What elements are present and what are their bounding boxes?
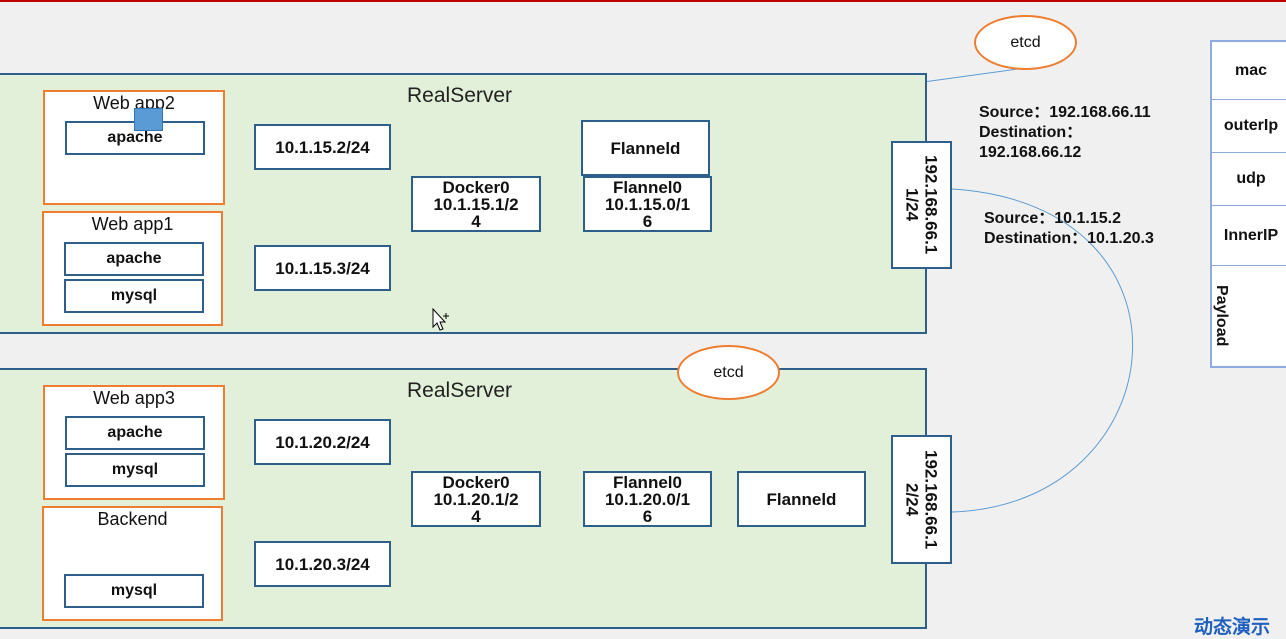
etcd-node: etcd [974,15,1077,70]
outer-header-info: Source：192.168.66.11 Destination： 192.16… [979,103,1151,163]
flanneld-daemon: Flanneld [581,120,710,176]
apache-box: apache [64,242,204,276]
packet-marker[interactable] [134,108,163,131]
flannel0-interface: Flannel0 10.1.15.0/1 6 [583,176,712,232]
real-server-2-title: RealServer [407,379,513,402]
host-eth-interface: 192.168.66.1 2/24 [891,435,952,564]
web-app3-container: Web app3 apache mysql [43,385,225,500]
packet-inner-ip: InnerIP [1212,206,1286,266]
container-ip-box: 10.1.15.2/24 [254,124,391,170]
backend-title: Backend [97,509,168,529]
dynamic-demo-link[interactable]: 动态演示 [1194,617,1271,638]
outer-source: Source：192.168.66.11 [979,104,1151,121]
real-server-1-title: RealServer [407,84,513,107]
web-app3-title: Web app3 [93,388,175,408]
top-red-line [0,0,1286,2]
host-eth-interface: 192.168.66.1 1/24 [891,141,952,269]
packet-outer-ip: outerIp [1212,100,1286,153]
outer-destination-value: 192.168.66.12 [979,144,1082,161]
inner-destination: Destination：10.1.20.3 [984,230,1154,247]
inner-header-info: Source：10.1.15.2 Destination：10.1.20.3 [984,209,1154,249]
web-app1-container: Web app1 apache mysql [42,211,223,326]
container-ip-box: 10.1.20.2/24 [254,419,391,465]
docker0-bridge: Docker0 10.1.15.1/2 4 [411,176,541,232]
packet-structure: mac outerIp udp InnerIP Payload [1210,40,1286,368]
cursor-icon [432,308,449,331]
outer-destination-label: Destination： [979,124,1083,141]
mysql-box: mysql [64,279,204,313]
etcd-node: etcd [677,345,780,400]
backend-container: Backend mysql [42,506,223,621]
container-ip-box: 10.1.20.3/24 [254,541,391,587]
packet-payload: Payload [1213,285,1230,347]
container-ip-box: 10.1.15.3/24 [254,245,391,291]
flanneld-daemon: Flanneld [737,471,866,527]
packet-mac: mac [1212,42,1286,100]
mysql-box: mysql [65,453,205,487]
docker0-bridge: Docker0 10.1.20.1/2 4 [411,471,541,527]
web-app1-title: Web app1 [91,214,174,234]
flannel0-interface: Flannel0 10.1.20.0/1 6 [583,471,712,527]
apache-box: apache [65,416,205,450]
mysql-box: mysql [64,574,204,608]
inner-source: Source：10.1.15.2 [984,210,1121,227]
packet-udp: udp [1212,153,1286,206]
